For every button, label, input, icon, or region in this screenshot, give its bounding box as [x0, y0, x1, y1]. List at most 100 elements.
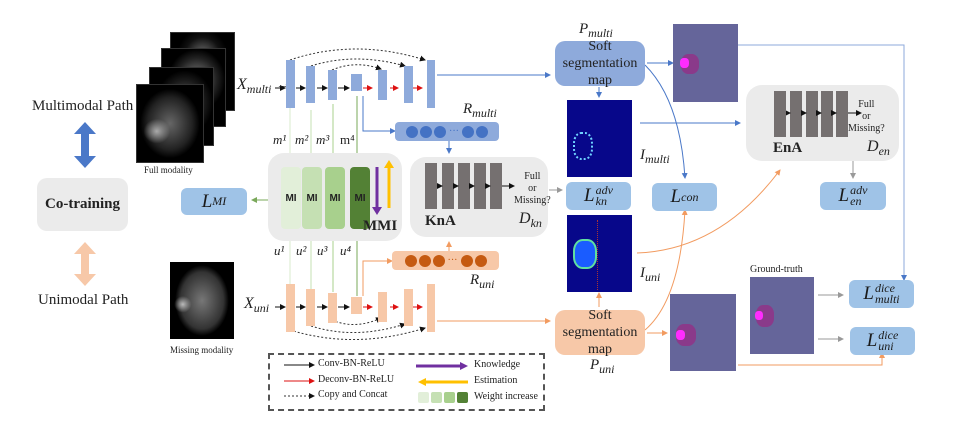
r-uni-sub: uni: [479, 277, 495, 291]
soft-seg-map-uni: Soft segmentation map: [555, 308, 645, 357]
kna-layer: [442, 163, 454, 209]
kna-question: Full or Missing?: [514, 171, 551, 207]
ena-arrows: [786, 110, 862, 116]
u1-label: u¹: [274, 243, 285, 258]
d-kn-base: D: [519, 210, 531, 227]
legend-knowledge-label: Knowledge: [474, 359, 521, 370]
i-multi-sub: multi: [645, 152, 670, 166]
uncertainty-region: [573, 239, 597, 269]
multi-encoder-layer-2: [306, 66, 315, 103]
loss-kn-adv-base: L: [584, 185, 595, 206]
m3-label: m³: [316, 132, 330, 147]
u3-label: u³: [317, 243, 328, 258]
kna-layer: [425, 163, 437, 209]
ground-truth-map: [750, 277, 814, 354]
prediction-map-uni: [670, 294, 736, 371]
r-multi-dot: [476, 125, 488, 138]
r-uni-dot: [474, 254, 487, 267]
ena-question-missing: Missing?: [848, 123, 885, 134]
tumor-region: [756, 305, 774, 327]
weight-swatch-3: [444, 392, 455, 403]
u2-label: u²: [296, 243, 307, 258]
ena-layer: [774, 91, 786, 137]
kna-label: KnA: [425, 213, 456, 229]
weight-swatch-4: [457, 392, 468, 403]
r-multi-sub: multi: [472, 106, 497, 120]
multi-unet-arrows: [275, 48, 426, 91]
r-uni-ellipsis: ···: [447, 255, 458, 266]
legend: [268, 353, 545, 411]
multi-encoder-layer-3: [328, 70, 337, 100]
p-multi-label: Pmulti: [579, 21, 613, 41]
uni-decoder-layer-1: [378, 292, 387, 322]
knowledge-arrow-icon: [372, 167, 382, 215]
prediction-map-multi: [673, 24, 738, 102]
missing-modality-image: [170, 262, 234, 339]
p-uni-base: P: [590, 357, 600, 373]
m1-label: m¹: [273, 132, 287, 147]
r-multi-dot: [434, 125, 446, 138]
i-uni-sub: uni: [645, 270, 661, 284]
r-uni-label: Runi: [470, 272, 495, 292]
loss-dice-uni-sub: uni: [878, 339, 894, 353]
p-uni-label: Puni: [590, 357, 615, 377]
loss-dice-uni-base: L: [866, 330, 878, 351]
i-multi-label: Imulti: [640, 147, 670, 167]
r-multi-dot: [406, 125, 418, 138]
ena-layer: [821, 91, 833, 137]
co-training-box: Co-training: [37, 178, 128, 231]
ena-layer: [836, 91, 848, 137]
kna-question-or: or: [528, 183, 537, 194]
p-multi-sub: multi: [588, 26, 613, 40]
mi-block-4: MI: [350, 167, 370, 229]
ena-question: Full or Missing?: [848, 99, 885, 135]
mri-slice-1: [136, 84, 204, 163]
uncertainty-speckle: [597, 220, 600, 290]
legend-icons: [284, 362, 468, 403]
loss-dice-multi-sub: multi: [874, 292, 900, 306]
loss-mi-base: L: [201, 190, 213, 212]
estimation-arrow-icon: [384, 160, 394, 208]
legend-estimation-label: Estimation: [474, 375, 518, 386]
seg-uni-line-1: Soft: [588, 308, 612, 323]
soft-seg-map-multi: Soft segmentation map: [555, 39, 645, 88]
r-multi-vector: ···: [395, 122, 499, 141]
uni-unet-arrows: [275, 304, 426, 340]
loss-dice-multi-base: L: [863, 283, 874, 304]
loss-dice-multi-sup: dice: [874, 281, 895, 295]
x-multi-sub: multi: [246, 82, 272, 96]
multi-encoder-layer-1: [286, 60, 295, 108]
uni-encoder-layer-2: [306, 289, 315, 326]
legend-conv-label: Conv-BN-ReLU: [318, 358, 385, 369]
ena-layer: [790, 91, 802, 137]
ena-label: EnA: [773, 140, 803, 156]
loss-dice-uni-sup: dice: [878, 328, 899, 342]
legend-weight-label: Weight increase: [474, 391, 538, 402]
multi-decoder-layer-1: [378, 70, 387, 100]
ena-question-full: Full: [858, 99, 875, 110]
i-uni-base: I: [640, 265, 645, 281]
multimodal-path-label: Multimodal Path: [32, 98, 134, 114]
seg-multi-line-2: segmentation: [562, 56, 638, 71]
uncertainty-map-multi: [567, 100, 632, 177]
i-uni-label: Iuni: [640, 265, 660, 285]
r-multi-base: R: [463, 101, 473, 117]
r-multi-dot: [420, 125, 432, 138]
p-multi-base: P: [579, 21, 589, 37]
uncertainty-map-uni: [567, 215, 632, 292]
multi-decoder-layer-2: [404, 66, 413, 103]
ground-truth-label: Ground-truth: [750, 264, 803, 275]
full-modality-caption: Full modality: [144, 165, 193, 175]
r-uni-dot: [418, 254, 431, 267]
seg-multi-line-3: map: [587, 73, 613, 88]
tumor-core: [680, 58, 689, 68]
x-multi-label: Xmulti →: [237, 76, 291, 97]
mi-block-3: MI: [325, 167, 345, 229]
seg-multi-line-1: Soft: [588, 39, 612, 54]
